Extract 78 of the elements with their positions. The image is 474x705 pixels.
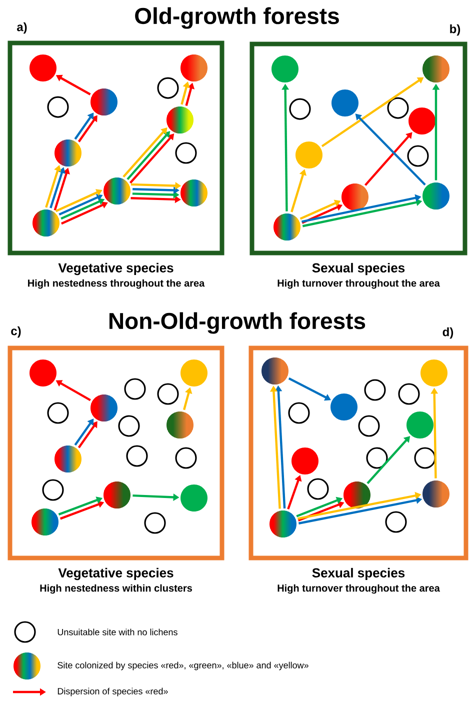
- empty-site-circle: [307, 478, 329, 500]
- panel-letter: b): [450, 24, 460, 36]
- panel-frame: [8, 40, 224, 256]
- empty-site-circle: [124, 378, 146, 400]
- legend-text: Unsuitable site with no lichens: [58, 628, 178, 636]
- empty-site-circle: [366, 447, 388, 469]
- legend-text: Site colonized by species «red», «green», «blue» and «yellow»: [58, 662, 308, 670]
- panel-caption: Vegetative species: [58, 262, 174, 276]
- empty-site-circle: [407, 145, 429, 167]
- empty-site-circle: [175, 142, 197, 164]
- site-circle: [274, 214, 300, 240]
- panel-subcaption: High nestedness throughout the area: [28, 279, 205, 289]
- site-circle: [344, 482, 370, 508]
- site-circle: [270, 510, 296, 538]
- site-circle: [90, 88, 118, 116]
- site-circle: [332, 90, 358, 116]
- empty-site-circle: [288, 402, 310, 424]
- panel-letter: a): [17, 22, 27, 34]
- empty-site-circle: [126, 445, 148, 467]
- arrow: [74, 112, 94, 140]
- arrow: [74, 418, 94, 446]
- heading: Non-Old-growth forests: [110, 312, 366, 334]
- site-circle: [90, 394, 118, 422]
- empty-site-circle: [118, 415, 140, 437]
- site-circle: [180, 360, 208, 386]
- panel-caption: Sexual species: [312, 568, 405, 580]
- site-circle: [180, 484, 208, 512]
- panel-letter: d): [442, 327, 454, 339]
- panel-frame: [248, 346, 468, 560]
- site-circle: [32, 508, 58, 536]
- arrow: [364, 132, 412, 186]
- empty-site-circle: [42, 479, 64, 501]
- empty-site-circle: [47, 96, 69, 118]
- site-circle: [330, 394, 358, 420]
- panel-subcaption: High turnover throughout the area: [278, 584, 440, 594]
- site-circle: [166, 412, 194, 438]
- panel-subcaption: High nestedness within clusters: [40, 584, 192, 594]
- site-circle: [30, 54, 56, 82]
- site-circle: [54, 446, 82, 472]
- empty-site-circle: [47, 402, 69, 424]
- site-circle: [296, 142, 322, 168]
- empty-site-circle: [144, 512, 166, 534]
- site-circle: [422, 480, 450, 508]
- site-circle: [422, 56, 450, 83]
- panel-frame: [8, 346, 224, 560]
- empty-site-circle: [414, 447, 436, 469]
- empty-site-circle: [289, 98, 311, 120]
- site-circle: [292, 448, 318, 474]
- empty-site-circle: [387, 97, 409, 119]
- empty-site-circle: [157, 77, 179, 99]
- site-circle: [422, 182, 450, 210]
- site-circle: [180, 180, 208, 206]
- site-circle: [104, 178, 130, 204]
- site-circle: [342, 184, 368, 210]
- site-circle: [30, 360, 56, 386]
- panel-caption: Vegetative species: [58, 568, 174, 580]
- site-circle: [104, 482, 130, 508]
- empty-site-circle: [358, 415, 380, 437]
- empty-site-circle: [385, 511, 407, 533]
- site-circle: [32, 210, 60, 236]
- site-circle: [272, 56, 298, 82]
- site-circle: [408, 108, 436, 134]
- empty-site-circle: [175, 447, 197, 469]
- legend-text: Dispersion of species «red»: [58, 688, 168, 696]
- site-circle: [54, 140, 82, 166]
- panel-subcaption: High turnover throughout the area: [278, 279, 440, 289]
- panel-caption: Sexual species: [312, 262, 405, 276]
- panel-letter: c): [11, 326, 21, 338]
- site-circle: [166, 106, 194, 134]
- empty-site-circle: [157, 383, 179, 405]
- site-circle: [180, 54, 208, 82]
- empty-site-circle: [364, 379, 386, 401]
- empty-site-circle: [398, 383, 420, 405]
- panel-frame: [250, 42, 468, 256]
- site-circle: [420, 360, 448, 386]
- heading: Old-growth forests: [135, 7, 339, 29]
- site-circle: [406, 412, 434, 438]
- site-circle: [262, 358, 288, 384]
